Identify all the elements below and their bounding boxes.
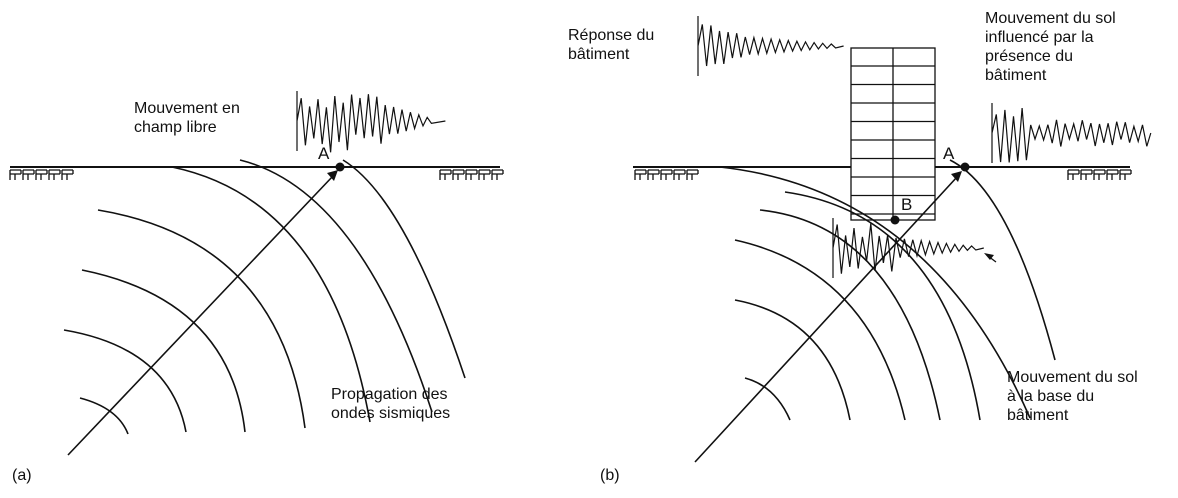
point-a-label-b: A bbox=[943, 144, 955, 163]
ground-hatch-block bbox=[22, 169, 35, 180]
building bbox=[850, 47, 936, 221]
panel-b-tag: (b) bbox=[600, 467, 620, 484]
point-a-marker-b bbox=[960, 162, 970, 172]
ground-hatch-block bbox=[1067, 169, 1080, 180]
ground-hatch-block bbox=[686, 169, 699, 180]
base-motion-line-3: bâtiment bbox=[1007, 407, 1069, 424]
ground-hatch-block bbox=[439, 169, 452, 180]
free-field-motion-label: Mouvement en champ libre bbox=[134, 99, 240, 137]
free-field-label-line-2: champ libre bbox=[134, 119, 217, 136]
base-motion-trace bbox=[832, 218, 984, 278]
ground-hatch-block bbox=[35, 169, 48, 180]
point-b-label: B bbox=[901, 195, 913, 214]
influenced-ground-motion-label: Mouvement du sol influencé par la présen… bbox=[985, 9, 1116, 85]
propagation-label-line-2: ondes sismiques bbox=[331, 405, 451, 422]
ground-hatch-block bbox=[452, 169, 465, 180]
ray-arrowhead-a bbox=[327, 170, 338, 181]
point-a-label: A bbox=[318, 144, 330, 163]
free-field-trace bbox=[296, 91, 446, 153]
propagation-ray-a bbox=[67, 170, 338, 456]
panel-a bbox=[9, 91, 504, 456]
panel-b bbox=[633, 16, 1152, 463]
ground-hatch-block bbox=[647, 169, 660, 180]
ground-hatch-block bbox=[465, 169, 478, 180]
ground-hatch-block bbox=[1119, 169, 1132, 180]
ground-hatch-block bbox=[1093, 169, 1106, 180]
point-b-marker bbox=[890, 215, 900, 225]
ground-hatch-right-b bbox=[1067, 169, 1132, 180]
influenced-label-line-3: présence du bbox=[985, 48, 1074, 65]
ground-hatch-block bbox=[9, 169, 22, 180]
influenced-label-line-1: Mouvement du sol bbox=[985, 10, 1116, 27]
ground-hatch-block bbox=[660, 169, 673, 180]
ground-hatch-block bbox=[48, 169, 61, 180]
base-motion-leader bbox=[984, 253, 997, 263]
ground-hatch-block bbox=[673, 169, 686, 180]
influenced-ground-trace bbox=[991, 103, 1152, 163]
base-motion-line-1: Mouvement du sol bbox=[1007, 369, 1138, 386]
free-field-label-line-1: Mouvement en bbox=[134, 100, 240, 117]
base-motion-line-2: à la base du bbox=[1007, 388, 1095, 405]
ground-hatch-block bbox=[1106, 169, 1119, 180]
building-response-line-1: Réponse du bbox=[568, 27, 655, 44]
ground-hatch-block bbox=[478, 169, 491, 180]
wave-propagation-label: Propagation des ondes sismiques bbox=[331, 385, 450, 423]
propagation-label-line-1: Propagation des bbox=[331, 386, 448, 403]
point-a-marker bbox=[335, 162, 345, 172]
ground-hatch-block bbox=[491, 169, 504, 180]
panel-a-tag: (a) bbox=[12, 467, 32, 484]
ground-hatch-left-a bbox=[9, 169, 74, 180]
propagation-ray-b bbox=[694, 171, 962, 463]
base-ground-motion-label: Mouvement du sol à la base du bâtiment bbox=[1007, 368, 1138, 425]
ground-hatch-block bbox=[61, 169, 74, 180]
influenced-label-line-4: bâtiment bbox=[985, 67, 1047, 84]
building-response-line-2: bâtiment bbox=[568, 46, 630, 63]
seismic-wavefronts-a bbox=[63, 159, 466, 435]
ground-hatch-right-a bbox=[439, 169, 504, 180]
ground-hatch-block bbox=[634, 169, 647, 180]
influenced-label-line-2: influencé par la bbox=[985, 29, 1094, 46]
ground-hatch-left-b bbox=[634, 169, 699, 180]
building-response-label: Réponse du bâtiment bbox=[568, 26, 654, 64]
ray-arrowhead-b bbox=[951, 171, 962, 182]
building-response-trace bbox=[697, 16, 844, 76]
ground-hatch-block bbox=[1080, 169, 1093, 180]
